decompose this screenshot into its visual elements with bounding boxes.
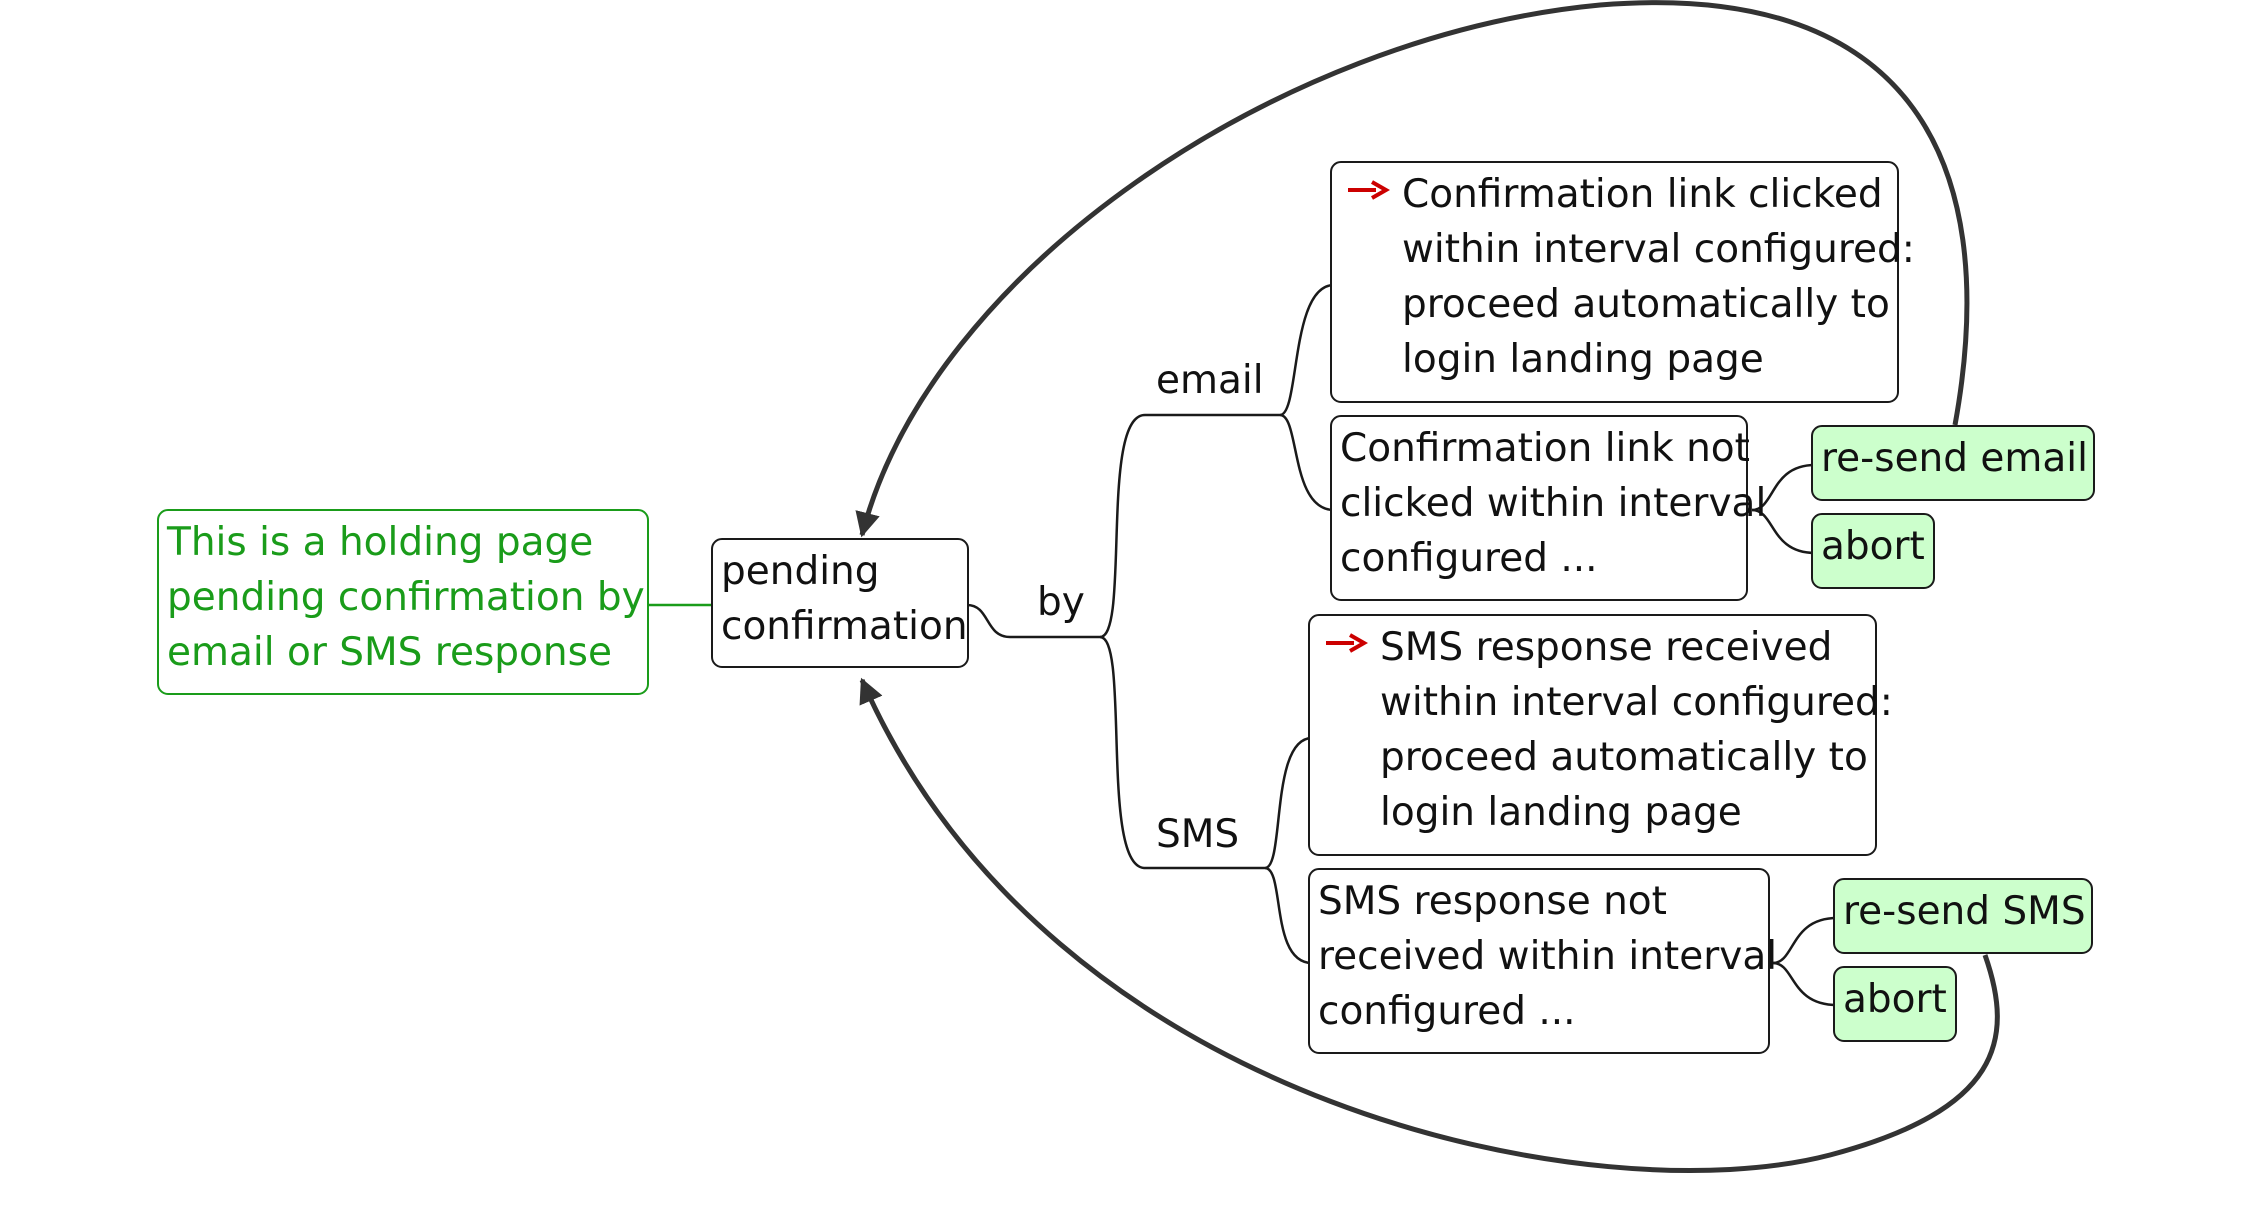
red-right-arrow-icon <box>1326 633 1368 653</box>
resend-sms-action[interactable]: re-send SMS <box>1833 878 2093 954</box>
edge-email-resend <box>1751 463 1816 512</box>
sms-success-node[interactable]: SMS response received within interval co… <box>1308 614 1893 856</box>
email-abort-label: abort <box>1821 524 1925 569</box>
resend-email-action[interactable]: re-send email <box>1811 425 2095 501</box>
note-line-2: pending confirmation by <box>167 575 645 620</box>
email-success-node[interactable]: Confirmation link clicked within interva… <box>1330 161 1915 403</box>
email-success-line-3: proceed automatically to <box>1402 282 1890 327</box>
edge-sms-abort <box>1772 961 1838 1007</box>
note-node: This is a holding page pending confirmat… <box>157 509 649 695</box>
edge-by-email <box>1099 413 1280 639</box>
note-line-3: email or SMS response <box>167 630 612 675</box>
edge-root-by <box>966 603 1100 639</box>
sms-success-line-2: within interval configured: <box>1380 680 1893 725</box>
loop-arrow-resend-email <box>855 0 1970 538</box>
resend-sms-label: re-send SMS <box>1843 889 2086 934</box>
email-failure-line-1: Confirmation link not <box>1340 426 1750 471</box>
sms-failure-line-1: SMS response not <box>1318 879 1667 924</box>
loop-arrow-resend-sms <box>859 677 2000 1174</box>
resend-email-label: re-send email <box>1821 436 2088 481</box>
sms-abort-label: abort <box>1843 977 1947 1022</box>
sms-success-line-3: proceed automatically to <box>1380 735 1868 780</box>
edge-email-failure <box>1279 413 1335 512</box>
edge-email-success <box>1279 283 1335 417</box>
email-success-line-2: within interval configured: <box>1402 227 1915 272</box>
sms-success-line-4: login landing page <box>1380 790 1742 835</box>
root-line-2: confirmation <box>721 604 968 649</box>
sms-failure-line-3: configured ... <box>1318 989 1576 1034</box>
edge-email-abort <box>1751 508 1816 555</box>
label-email: email <box>1156 358 1264 403</box>
sms-failure-node[interactable]: SMS response not received within interva… <box>1308 868 1778 1054</box>
email-failure-node[interactable]: Confirmation link not clicked within int… <box>1330 415 1767 601</box>
note-line-1: This is a holding page <box>167 520 594 565</box>
root-node-pending-confirmation[interactable]: pending confirmation <box>711 538 969 668</box>
edge-sms-success <box>1264 736 1313 870</box>
root-line-1: pending <box>721 549 880 594</box>
red-right-arrow-icon <box>1348 180 1390 200</box>
email-abort-action[interactable]: abort <box>1811 513 1935 589</box>
edge-sms-resend <box>1772 916 1838 965</box>
email-failure-line-3: configured ... <box>1340 536 1598 581</box>
edge-by-sms <box>1099 635 1265 870</box>
email-success-line-4: login landing page <box>1402 337 1764 382</box>
label-sms: SMS <box>1156 812 1240 857</box>
sms-failure-line-2: received within interval <box>1318 934 1778 979</box>
edge-sms-failure <box>1264 866 1313 965</box>
email-success-line-1: Confirmation link clicked <box>1402 172 1883 217</box>
label-by: by <box>1037 580 1085 625</box>
sms-abort-action[interactable]: abort <box>1833 966 1957 1042</box>
sms-success-line-1: SMS response received <box>1380 625 1833 670</box>
email-failure-line-2: clicked within interval <box>1340 481 1767 526</box>
